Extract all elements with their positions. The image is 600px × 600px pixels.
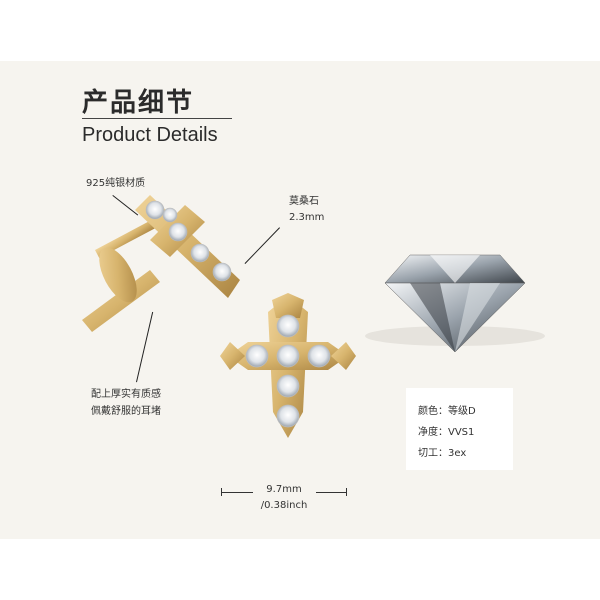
backing-label-line1: 配上厚实有质感: [91, 389, 161, 400]
backing-label-line2: 佩戴舒服的耳堵: [91, 406, 161, 417]
title-chinese: 产品细节: [82, 88, 195, 118]
spec-clarity: 净度：VVS1: [418, 427, 475, 438]
stone-size-label: 2.3mm: [289, 212, 325, 223]
spec-card: 颜色：等级D 净度：VVS1 切工：3ex: [406, 388, 513, 470]
dimension-line-right: [316, 492, 346, 493]
dimension-tick-right: [346, 488, 347, 496]
dimension-inch-label: /0.38inch: [260, 500, 308, 511]
spec-cut: 切工：3ex: [418, 448, 467, 459]
dimension-line-left: [221, 492, 253, 493]
spec-color: 颜色：等级D: [418, 406, 476, 417]
dimension-mm-label: 9.7mm: [266, 484, 302, 495]
title-english: Product Details: [82, 124, 218, 146]
stone-name-label: 莫桑石: [289, 196, 319, 207]
material-label: 925纯银材质: [86, 178, 146, 189]
title-divider: [82, 118, 232, 119]
